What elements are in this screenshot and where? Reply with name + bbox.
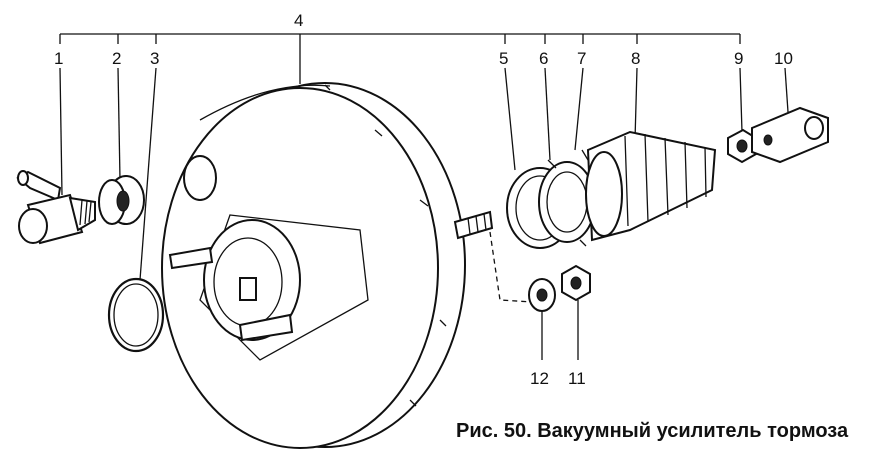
part-10-fork bbox=[751, 106, 829, 164]
part-11-nut bbox=[561, 264, 591, 302]
callout-1: 1 bbox=[54, 49, 63, 68]
part-3-o-ring bbox=[107, 277, 165, 353]
callout-3: 3 bbox=[150, 49, 159, 68]
part-4-booster-body bbox=[161, 82, 533, 449]
callout-bracket bbox=[59, 33, 741, 44]
part-5-7-seal-assembly bbox=[506, 149, 605, 249]
part-12-washer bbox=[528, 278, 556, 312]
callout-4: 4 bbox=[294, 11, 303, 30]
callout-7: 7 bbox=[577, 49, 586, 68]
callout-11: 11 bbox=[568, 369, 586, 388]
callout-10: 10 bbox=[774, 49, 793, 68]
callout-12: 12 bbox=[530, 369, 549, 388]
part-8-protective-boot bbox=[585, 130, 717, 242]
callout-2: 2 bbox=[112, 49, 121, 68]
leader-lines bbox=[59, 40, 789, 360]
callout-numbers: 1 2 3 4 5 6 7 8 9 10 11 12 bbox=[54, 11, 793, 388]
part-2-grommet bbox=[98, 175, 145, 225]
callout-5: 5 bbox=[499, 49, 508, 68]
callout-8: 8 bbox=[631, 49, 640, 68]
part-1-vacuum-fitting bbox=[16, 170, 96, 245]
figure-caption: Рис. 50. Вакуумный усилитель тормоза bbox=[456, 420, 849, 442]
callout-9: 9 bbox=[734, 49, 743, 68]
callout-6: 6 bbox=[539, 49, 548, 68]
